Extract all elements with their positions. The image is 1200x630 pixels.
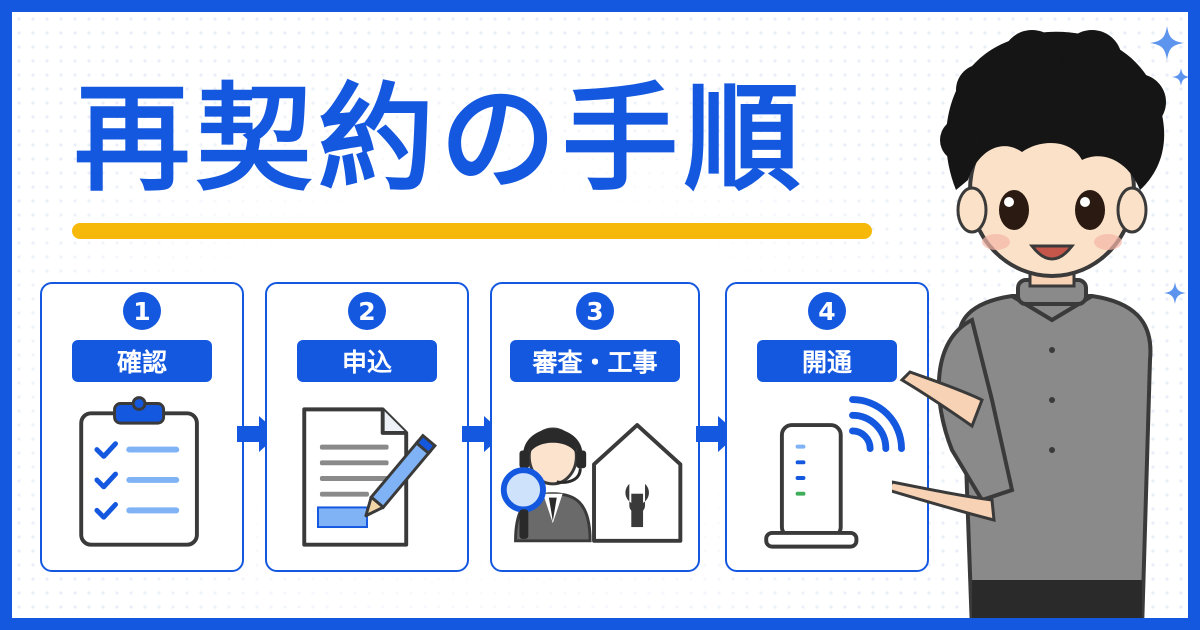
sparkle-icon [1150,26,1184,60]
step-card-4: 4 開通 [725,282,929,572]
step-card-3: 3 審査・工事 [490,282,700,572]
sparkle-icon [1172,68,1188,86]
sparkle-icon [1164,282,1186,304]
step-card-2: 2 申込 [265,282,469,572]
clipboard-checklist-icon [79,396,199,547]
wifi-router-icon [764,396,905,549]
step-card-1: 1 確認 [40,282,244,572]
step-number: 3 [576,292,614,330]
step-number: 4 [808,292,846,330]
step-number: 2 [348,292,386,330]
step-label: 開通 [757,340,897,382]
step-label: 確認 [72,340,212,382]
step-number: 1 [123,292,161,330]
step-label: 審査・工事 [510,340,680,382]
page-title: 再契約の手順 [74,72,806,207]
title-underline [72,223,872,239]
document-pencil-icon [302,407,437,547]
pointing-boy-illustration [892,30,1166,618]
operator-house-wrench-icon [500,423,683,543]
step-label: 申込 [297,340,437,382]
